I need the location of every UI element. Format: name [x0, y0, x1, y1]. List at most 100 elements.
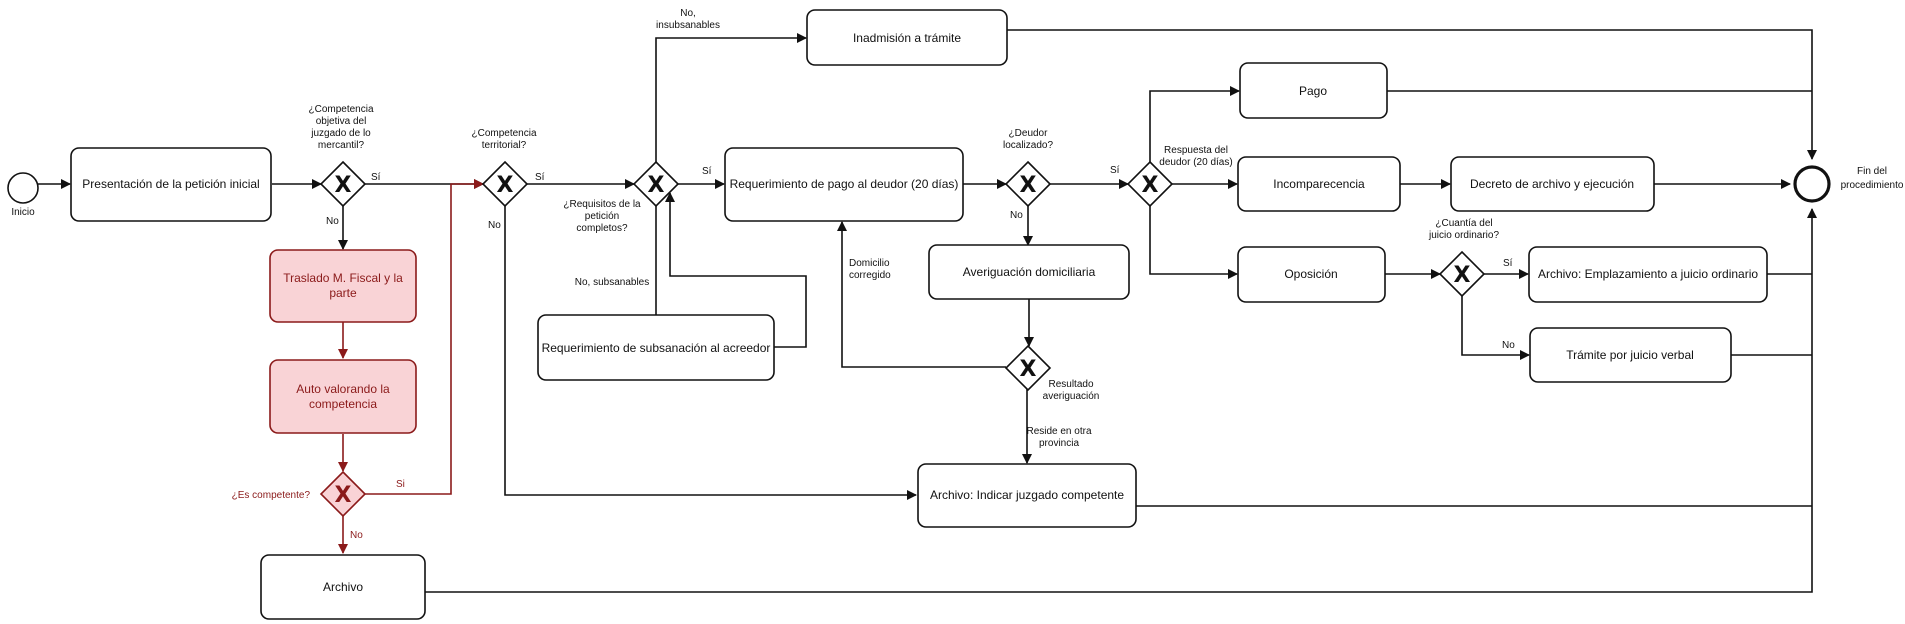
gateway-cuantia: X: [1438, 250, 1486, 298]
task-averiguacion-text: Averiguación domiciliaria: [963, 265, 1096, 279]
label-g1-si: Sí: [371, 172, 381, 183]
label-g2-si: Sí: [535, 172, 545, 183]
gateway-deudor-localizado: X: [1004, 160, 1052, 208]
gateway-requisitos: X: [632, 160, 680, 208]
gateway-x-icon: X: [648, 173, 665, 198]
label-no-insub-line2: insubsanables: [656, 20, 720, 31]
label-g2-no: No: [488, 220, 501, 231]
task-subsanacion-text: Requerimiento de subsanación al acreedor: [542, 341, 771, 355]
task-presentacion-text: Presentación de la petición inicial: [82, 177, 259, 191]
end-event-label-line2: procedimiento: [1841, 180, 1904, 191]
gateway-es-competente: X: [319, 470, 367, 518]
gateway-resultado-averiguacion: X: [1004, 344, 1052, 392]
label-no-subsanables: No, subsanables: [575, 277, 650, 288]
task-averiguacion: Averiguación domiciliaria: [928, 244, 1130, 300]
g4-label-line2: localizado?: [1003, 140, 1053, 151]
task-requerimiento-pago-text: Requerimiento de pago al deudor (20 días…: [730, 177, 959, 191]
start-event: [7, 172, 39, 204]
gateway-competencia-territorial: X: [481, 160, 529, 208]
task-emplazamiento-text: Archivo: Emplazamiento a juicio ordinari…: [1538, 267, 1758, 281]
end-event-label-line1: Fin del: [1857, 166, 1887, 177]
flow-inadmision-fin: [1007, 29, 1817, 160]
flow-g3-insub-inadmision: [655, 33, 807, 162]
task-inadmision: Inadmisión a trámite: [806, 9, 1008, 66]
task-traslado-line2: parte: [329, 286, 357, 300]
label-g3-si: Sí: [702, 166, 712, 177]
gateway-x-icon: X: [335, 483, 352, 508]
g4-label-line1: ¿Deudor: [1009, 128, 1049, 139]
gateway-labels: ¿Competencia objetiva del juzgado de lo …: [232, 104, 1500, 501]
g2-label-line1: ¿Competencia: [471, 128, 536, 139]
g6-label-line2: juicio ordinario?: [1428, 230, 1499, 241]
gred-label: ¿Es competente?: [232, 490, 311, 501]
flow-g5-pago: [1149, 86, 1240, 162]
label-g4-no: No: [1010, 210, 1023, 221]
label-g6-no: No: [1502, 340, 1515, 351]
gateway-x-icon: X: [1020, 357, 1037, 382]
flow-g6-no-verbal: [1461, 296, 1530, 360]
task-traslado: Traslado M. Fiscal y la parte: [269, 249, 417, 323]
g3-label-line2: petición: [585, 211, 619, 222]
g5-label-line2: deudor (20 días): [1159, 157, 1232, 168]
task-incomparecencia: Incomparecencia: [1237, 156, 1401, 212]
task-auto-line2: competencia: [309, 397, 377, 411]
gateway-x-icon: X: [1142, 173, 1159, 198]
task-incomparecencia-text: Incomparecencia: [1273, 177, 1365, 191]
task-archivo-juzgado: Archivo: Indicar juzgado competente: [917, 463, 1137, 528]
label-gred-no: No: [350, 530, 363, 541]
task-archivo: Archivo: [260, 554, 426, 620]
flow-g5-oposicion: [1149, 206, 1238, 279]
label-reside-line1: Reside en otra: [1026, 426, 1091, 437]
g1-label-line1: ¿Competencia: [308, 104, 373, 115]
task-decreto: Decreto de archivo y ejecución: [1450, 156, 1655, 212]
label-domicilio-line2: corregido: [849, 270, 891, 281]
flow-g7-domicilio-requerimiento: [837, 221, 1006, 368]
task-pago-text: Pago: [1299, 84, 1327, 98]
gateway-x-icon: X: [497, 173, 514, 198]
task-archivo-text: Archivo: [323, 580, 363, 594]
label-reside-line2: provincia: [1039, 438, 1079, 449]
flow-g2-no-archivojuzgado: [504, 206, 917, 500]
label-g4-si: Sí: [1110, 165, 1120, 176]
task-pago: Pago: [1239, 62, 1388, 119]
task-archivo-juzgado-text: Archivo: Indicar juzgado competente: [930, 488, 1124, 502]
task-traslado-line1: Traslado M. Fiscal y la: [283, 271, 403, 285]
task-oposicion: Oposición: [1237, 246, 1386, 303]
g1-label-line3: juzgado de lo: [310, 128, 371, 139]
task-subsanacion: Requerimiento de subsanación al acreedor: [537, 314, 775, 381]
task-auto-line1: Auto valorando la: [296, 382, 390, 396]
label-domicilio-line1: Domicilio: [849, 258, 890, 269]
g5-label-line1: Respuesta del: [1164, 145, 1228, 156]
gateway-x-icon: X: [1020, 173, 1037, 198]
gateway-respuesta-deudor: X: [1126, 160, 1174, 208]
task-auto: Auto valorando la competencia: [269, 359, 417, 434]
g3-label-line1: ¿Requisitos de la: [563, 199, 641, 210]
end-event: [1793, 165, 1831, 203]
flow-archivo-fin: [425, 208, 1817, 593]
gateway-competencia-objetiva: X: [319, 160, 367, 208]
flow-subsanacion-g3: [665, 192, 807, 348]
flow-gred-si-g2: [365, 179, 484, 495]
gateway-x-icon: X: [335, 173, 352, 198]
red-connectors: [338, 179, 484, 554]
label-g6-si: Sí: [1503, 258, 1513, 269]
g7-label-line1: Resultado: [1048, 379, 1093, 390]
task-presentacion: Presentación de la petición inicial: [70, 147, 272, 222]
task-decreto-text: Decreto de archivo y ejecución: [1470, 177, 1634, 191]
g1-label-line2: objetiva del: [316, 116, 367, 127]
flow-labels: Sí No Sí No Sí No, insubsanables No, sub…: [326, 8, 1515, 541]
g2-label-line2: territorial?: [482, 140, 527, 151]
label-gred-si: Si: [396, 479, 405, 490]
connectors: [37, 29, 1817, 593]
task-tramite-verbal: Trámite por juicio verbal: [1529, 327, 1732, 383]
label-g1-no: No: [326, 216, 339, 227]
start-event-label: Inicio: [11, 207, 35, 218]
task-requerimiento-pago: Requerimiento de pago al deudor (20 días…: [724, 147, 964, 222]
task-oposicion-text: Oposición: [1284, 267, 1337, 281]
g1-label-line4: mercantil?: [318, 140, 365, 151]
g7-label-line2: averiguación: [1043, 391, 1100, 402]
g3-label-line3: completos?: [576, 223, 628, 234]
label-no-insub-line1: No,: [680, 8, 696, 19]
task-tramite-verbal-text: Trámite por juicio verbal: [1566, 348, 1694, 362]
